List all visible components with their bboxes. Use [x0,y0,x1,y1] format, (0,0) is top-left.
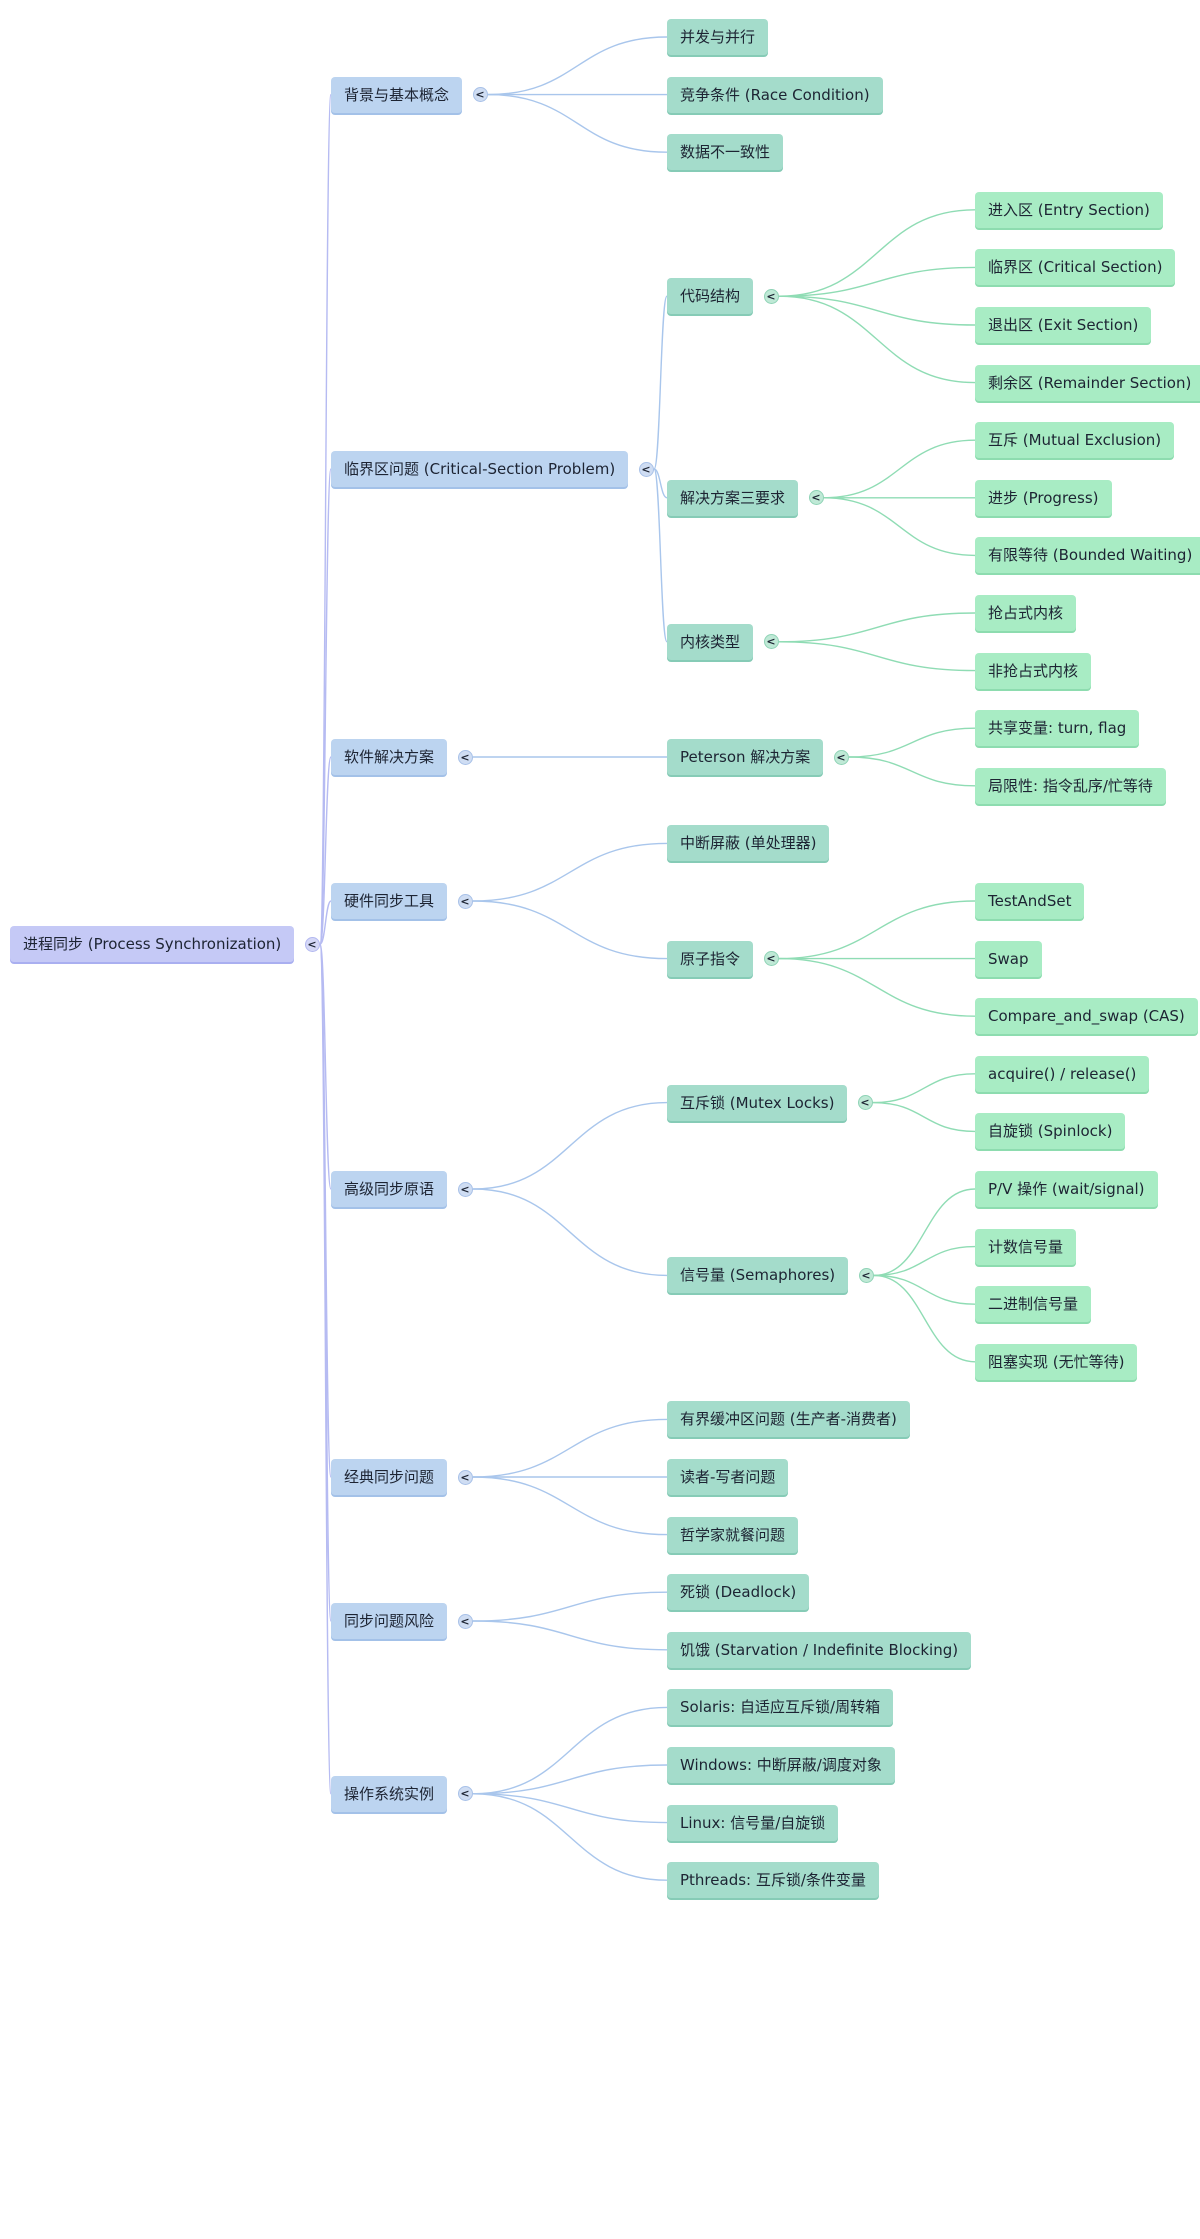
node-l2-pthreads[interactable]: Pthreads: 互斥锁/条件变量 [667,1862,879,1899]
node-l3-0-1-1-0[interactable]: 互斥 (Mutual Exclusion) [975,422,1175,459]
collapse-toggle-icon[interactable]: < [472,87,488,103]
collapse-toggle-icon[interactable]: < [638,461,654,477]
node-l3-0-4-1-3[interactable]: 阻塞实现 (无忙等待) [975,1343,1138,1380]
node-l3-swap[interactable]: Swap [975,940,1042,977]
node-l1-0-7[interactable]: 操作系统实例 [331,1775,448,1812]
node-l2-peterson[interactable]: Peterson 解决方案 [667,739,824,775]
node-l2-linux[interactable]: Linux: 信号量/自旋锁 [667,1804,839,1841]
node-l3-0-1-1-2[interactable]: 有限等待 (Bounded Waiting) [975,537,1200,574]
node-l1-0-3[interactable]: 硬件同步工具 [331,883,448,919]
collapse-toggle-icon[interactable]: < [857,1095,873,1111]
node-l3-0-1-0-2[interactable]: 退出区 (Exit Section) [975,307,1152,343]
node-l2-0-0-0[interactable]: 并发与并行 [667,19,769,55]
node-l1-0-6[interactable]: 同步问题风险 [331,1603,448,1639]
node-l3-0-1-1-1[interactable]: 进步 (Progress) [975,479,1112,516]
node-l1-0-5[interactable]: 经典同步问题 [331,1459,448,1495]
node-l3-testandset[interactable]: TestAndSet [975,883,1085,919]
node-l2-0-1-2[interactable]: 内核类型 [667,623,754,660]
node-l2-0-1-0[interactable]: 代码结构 [667,278,754,315]
collapse-toggle-icon[interactable]: < [457,1181,473,1197]
collapse-toggle-icon[interactable]: < [763,951,779,967]
collapse-toggle-icon[interactable]: < [457,749,473,765]
node-l2-0-5-2[interactable]: 哲学家就餐问题 [667,1516,799,1553]
node-l3-turn-flag[interactable]: 共享变量: turn, flag [975,710,1140,747]
node-l2-solaris[interactable]: Solaris: 自适应互斥锁/周转箱 [667,1689,894,1726]
collapse-toggle-icon[interactable]: < [457,1469,473,1485]
collapse-toggle-icon[interactable]: < [763,288,779,304]
collapse-toggle-icon[interactable]: < [304,936,320,952]
collapse-toggle-icon[interactable]: < [833,749,849,765]
node-l2-0-3-0[interactable]: 中断屏蔽 (单处理器) [667,825,830,862]
node-l1-0-1[interactable]: 临界区问题 (Critical-Section Problem) [331,451,629,487]
node-l3-0-4-1-2[interactable]: 二进制信号量 [975,1286,1092,1323]
node-l1-0-4[interactable]: 高级同步原语 [331,1171,448,1207]
node-l2-0-5-1[interactable]: 读者-写者问题 [667,1459,789,1495]
node-l3-0-1-2-1[interactable]: 非抢占式内核 [975,652,1092,689]
collapse-toggle-icon[interactable]: < [763,634,779,650]
collapse-toggle-icon[interactable]: < [457,1613,473,1629]
collapse-toggle-icon[interactable]: < [858,1267,874,1283]
node-l3-p-v[interactable]: P/V 操作 (wait/signal) [975,1171,1158,1207]
node-l3-0-4-1-1[interactable]: 计数信号量 [975,1228,1077,1265]
node-l3-compare-and-swap[interactable]: Compare_and_swap (CAS) [975,998,1198,1035]
collapse-toggle-icon[interactable]: < [808,490,824,506]
node-l2-0-5-0[interactable]: 有界缓冲区问题 (生产者-消费者) [667,1401,910,1438]
node-l2-0-3-1[interactable]: 原子指令 [667,940,754,977]
node-l3-0-2-0-1[interactable]: 局限性: 指令乱序/忙等待 [975,767,1166,804]
node-l3-0-1-0-3[interactable]: 剩余区 (Remainder Section) [975,364,1200,401]
node-l1-0-2[interactable]: 软件解决方案 [331,739,448,775]
node-l2-0-4-0[interactable]: 互斥锁 (Mutex Locks) [667,1084,848,1121]
node-l1-0-0[interactable]: 背景与基本概念 [331,76,463,113]
root-node[interactable]: 进程同步 (Process Synchronization) [10,926,295,963]
node-l3-0-1-0-0[interactable]: 进入区 (Entry Section) [975,191,1163,228]
node-l2-windows[interactable]: Windows: 中断屏蔽/调度对象 [667,1747,895,1783]
node-l2-0-4-1[interactable]: 信号量 (Semaphores) [667,1257,849,1294]
node-l2-0-6-0[interactable]: 死锁 (Deadlock) [667,1574,810,1611]
node-l2-0-0-1[interactable]: 竞争条件 (Race Condition) [667,76,883,113]
node-l3-acquire-release[interactable]: acquire() / release() [975,1055,1150,1092]
node-l2-0-1-1[interactable]: 解决方案三要求 [667,479,799,516]
collapse-toggle-icon[interactable]: < [457,1786,473,1802]
node-l3-0-1-2-0[interactable]: 抢占式内核 [975,595,1077,631]
node-l3-0-4-0-1[interactable]: 自旋锁 (Spinlock) [975,1113,1126,1150]
node-l2-0-6-1[interactable]: 饥饿 (Starvation / Indefinite Blocking) [667,1631,972,1668]
collapse-toggle-icon[interactable]: < [457,893,473,909]
node-l3-0-1-0-1[interactable]: 临界区 (Critical Section) [975,249,1176,286]
node-l2-0-0-2[interactable]: 数据不一致性 [667,134,784,171]
